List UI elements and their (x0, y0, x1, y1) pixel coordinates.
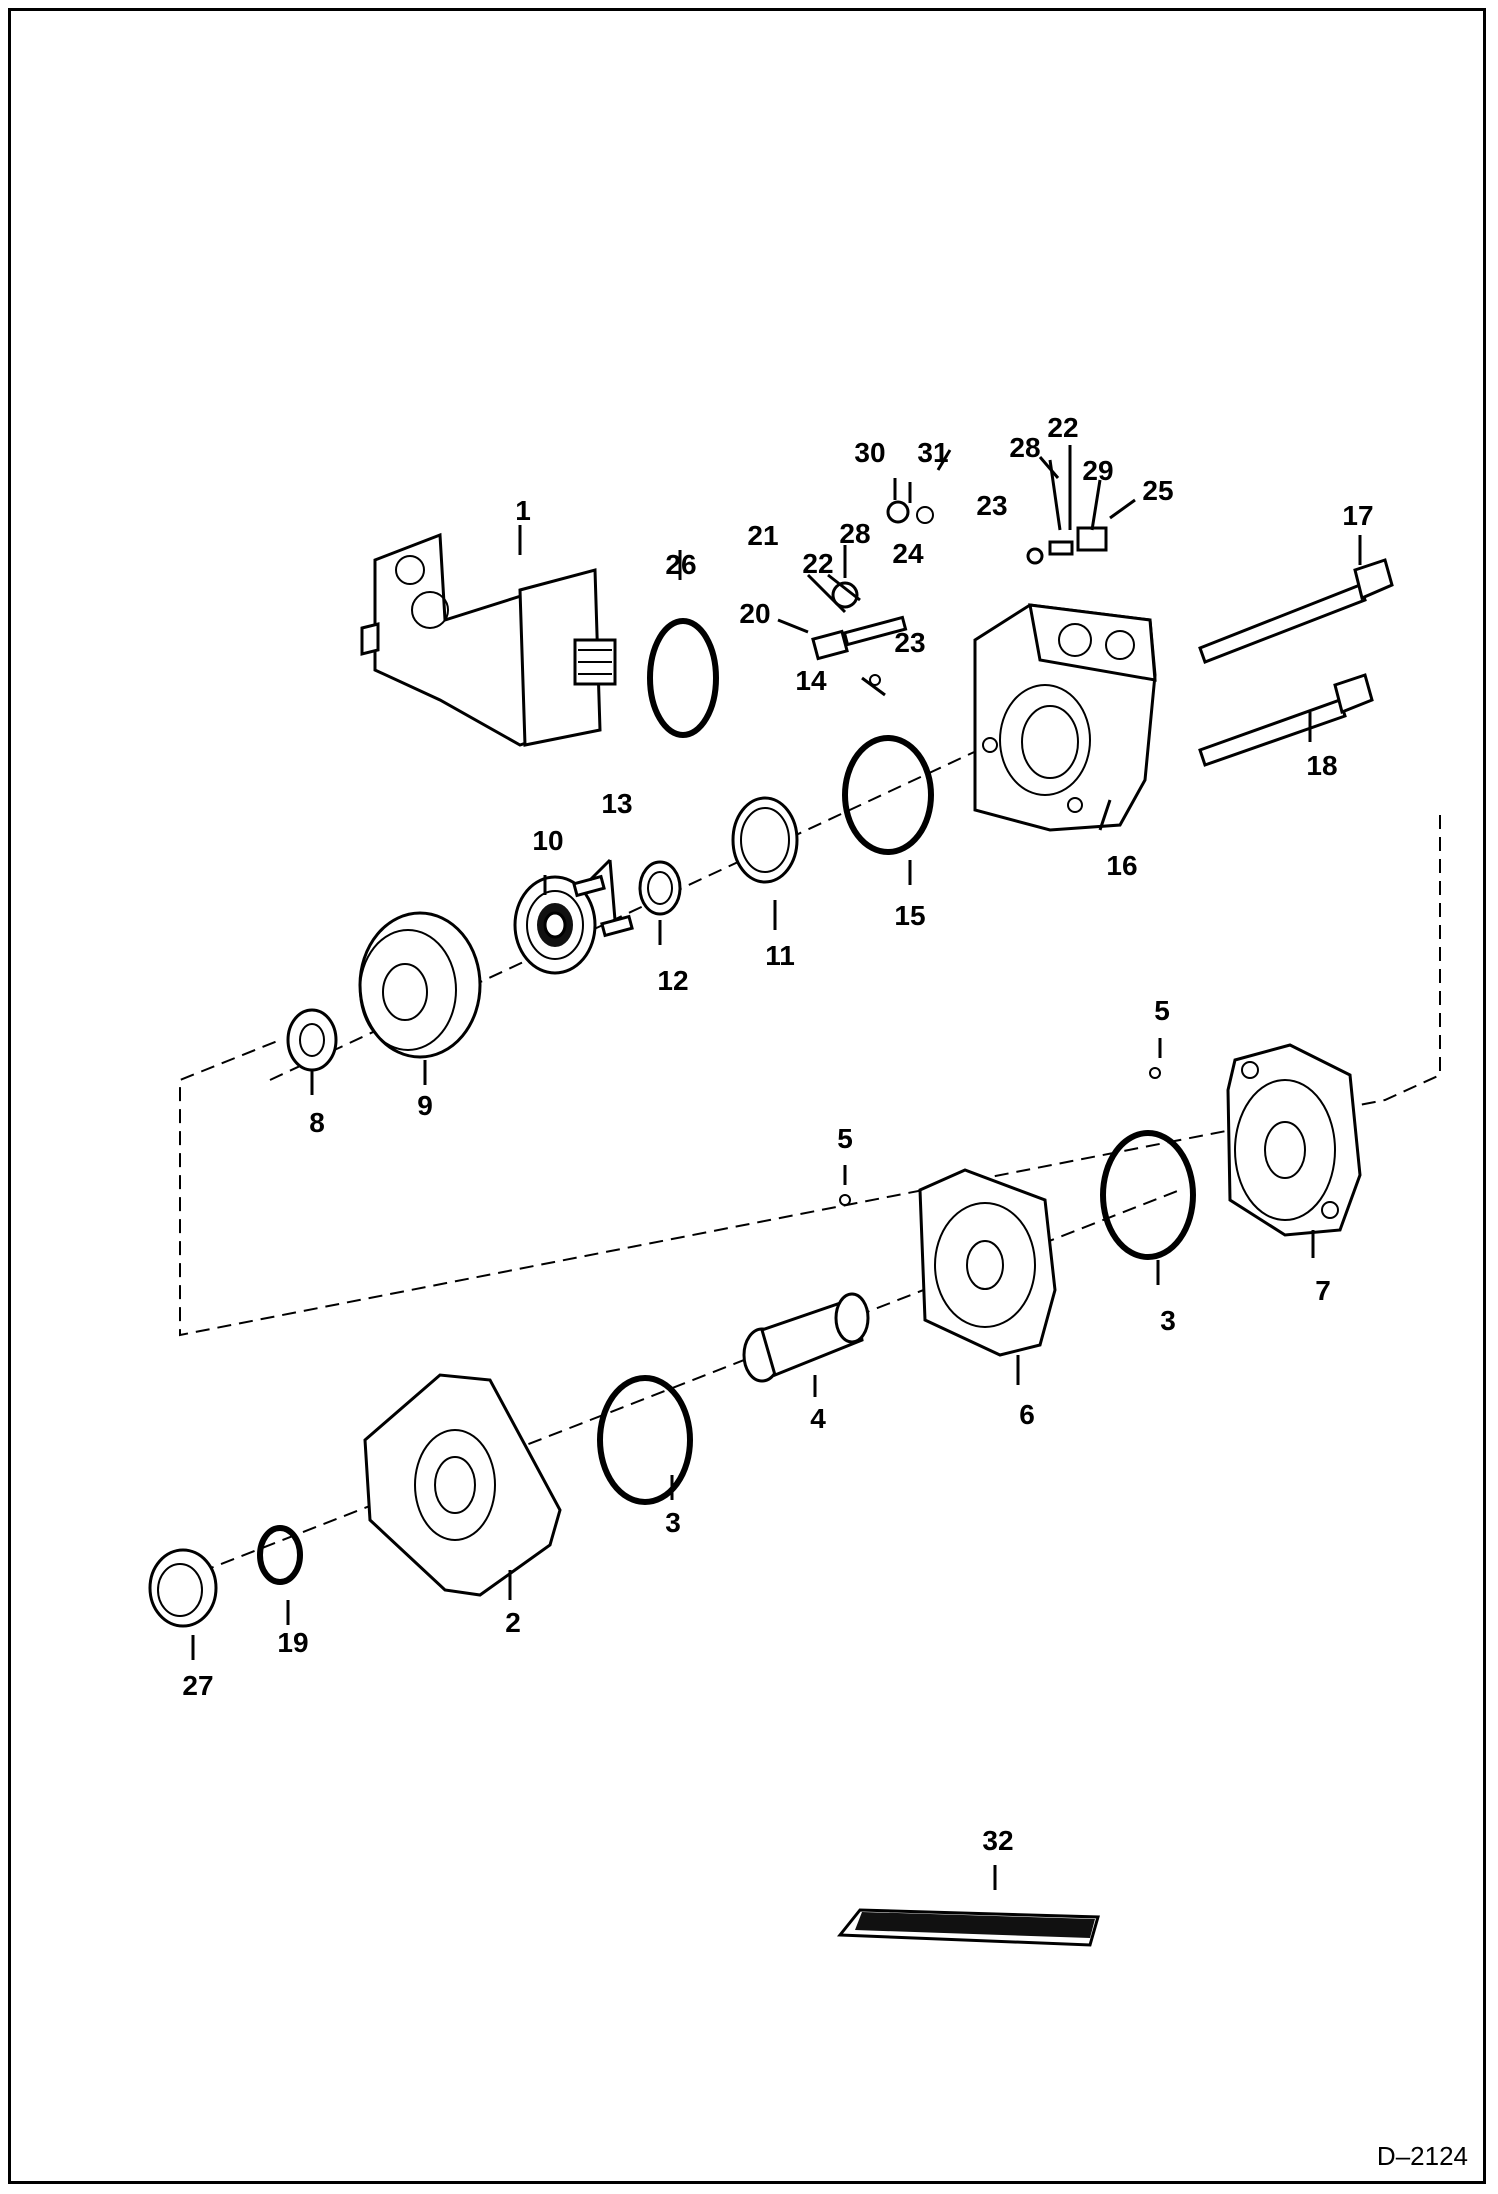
label-6: 6 (1019, 1399, 1035, 1430)
label-3-left: 3 (665, 1507, 681, 1538)
end-plate-part (1226, 1043, 1362, 1237)
label-11: 11 (765, 940, 795, 971)
label-26: 26 (665, 549, 696, 580)
label-2: 2 (505, 1607, 521, 1638)
part-labels: 1 26 30 31 28 22 29 25 23 17 21 28 22 24… (182, 412, 1373, 1856)
label-28-lower: 28 (839, 518, 870, 549)
label-20: 20 (739, 598, 770, 629)
label-31: 31 (917, 437, 948, 468)
leader-lines (191, 445, 1362, 1890)
label-29: 29 (1082, 455, 1113, 486)
label-7: 7 (1315, 1275, 1331, 1306)
label-3-right: 3 (1160, 1305, 1176, 1336)
label-24: 24 (892, 538, 924, 569)
label-30: 30 (854, 437, 885, 468)
assembly-bracket-dashed (179, 815, 1441, 1337)
large-o-ring-part (842, 735, 934, 855)
label-14: 14 (795, 665, 827, 696)
label-5-center: 5 (837, 1123, 853, 1154)
small-seal-part (1149, 1067, 1161, 1079)
centerline-lower (179, 1189, 1181, 1581)
o-ring-part (647, 618, 719, 738)
label-12: 12 (657, 965, 688, 996)
label-13: 13 (601, 788, 632, 819)
o-ring-part (597, 1375, 693, 1505)
label-1: 1 (515, 495, 531, 526)
label-25: 25 (1142, 475, 1173, 506)
drive-gear-part (286, 1008, 338, 1072)
label-32: 32 (982, 1825, 1013, 1856)
drive-shaft-part (742, 1292, 870, 1383)
label-23-upper: 23 (976, 490, 1007, 521)
drawing-number: D–2124 (1376, 2141, 1468, 2171)
label-9: 9 (417, 1090, 433, 1121)
shaft-o-ring-part (257, 1525, 303, 1585)
label-22-upper: 22 (1047, 412, 1078, 443)
label-18: 18 (1306, 750, 1337, 781)
label-27: 27 (182, 1670, 213, 1701)
motor-assembly-part (360, 532, 617, 747)
label-4: 4 (810, 1403, 826, 1434)
commutator-part (358, 911, 482, 1059)
label-17: 17 (1342, 500, 1373, 531)
gerotor-part (918, 1168, 1057, 1357)
long-bolt-lower-part (1198, 673, 1374, 767)
long-bolt-upper-part (1198, 558, 1394, 664)
thrust-washer-part (731, 796, 799, 884)
label-8: 8 (309, 1107, 325, 1138)
label-10: 10 (532, 825, 563, 856)
valve-housing-part (973, 603, 1157, 832)
label-5-right: 5 (1154, 995, 1170, 1026)
relief-valve-components (811, 500, 1108, 686)
label-23-lower: 23 (894, 627, 925, 658)
label-28-upper: 28 (1009, 432, 1040, 463)
label-22-lower: 22 (802, 548, 833, 579)
label-16: 16 (1106, 850, 1137, 881)
label-19: 19 (277, 1627, 308, 1658)
small-washer-part (638, 860, 682, 916)
bearing-part (513, 875, 597, 975)
shaft-seal-part (148, 1548, 218, 1628)
mounting-flange-part (363, 1373, 562, 1597)
label-15: 15 (894, 900, 925, 931)
o-ring-part (1100, 1130, 1196, 1260)
small-seal-part (839, 1194, 851, 1206)
label-21: 21 (747, 520, 778, 551)
spring-parts (572, 874, 634, 938)
